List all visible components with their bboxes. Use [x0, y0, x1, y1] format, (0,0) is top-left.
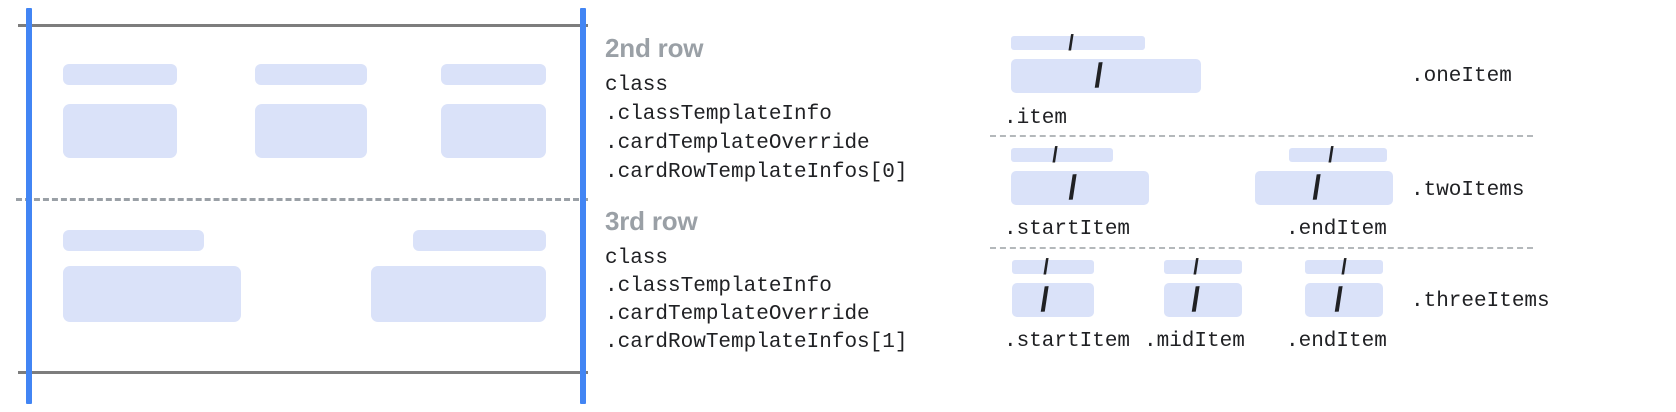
row3-col1-header-placeholder: [63, 230, 204, 251]
card-left-guide: [26, 8, 32, 404]
annotation-code-line-class: class: [605, 74, 669, 97]
annotation-code-line-classtemplateinfo-2: .classTemplateInfo: [605, 275, 832, 298]
row2-col1-body-placeholder: [63, 104, 177, 158]
row2-col3-header-placeholder: [441, 64, 546, 85]
card-top-border: [18, 24, 588, 27]
annotation-code-line-class-2: class: [605, 247, 669, 270]
two-items-end-slot-label: .endItem: [1286, 218, 1387, 241]
three-items-mid-slot-top-bar: [1164, 260, 1242, 274]
two-items-start-slot-label: .startItem: [1004, 218, 1131, 241]
row3-col2-body-placeholder: [371, 266, 546, 322]
two-items-start-slot-slash: /: [1067, 168, 1079, 208]
three-items-start-slot-slash: /: [1039, 280, 1051, 320]
card-bottom-border: [18, 371, 588, 374]
annotation-code-line-cardrowtemplateinfos-0: .cardRowTemplateInfos[0]: [605, 161, 908, 184]
one-item-slot: [1011, 59, 1201, 93]
one-item-slot-slash: /: [1093, 56, 1105, 96]
two-items-end-slot: [1255, 171, 1393, 205]
three-items-end-slot: [1305, 283, 1383, 317]
annotation-title-3rd-row: 3rd row: [605, 206, 698, 236]
row2-col1-header-placeholder: [63, 64, 177, 85]
annotation-code-line-cardtemplateoverride: .cardTemplateOverride: [605, 132, 870, 155]
two-items-end-slot-top-bar: [1289, 148, 1387, 162]
three-items-mid-slot-top-slash: /: [1192, 253, 1200, 280]
three-items-end-slot-top-slash: /: [1340, 253, 1348, 280]
annotation-title-2nd-row: 2nd row: [605, 33, 704, 63]
two-items-end-slot-top-slash: /: [1327, 141, 1335, 168]
three-items-end-slot-label: .endItem: [1286, 330, 1387, 353]
annotation-code-line-cardrowtemplateinfos-1: .cardRowTemplateInfos[1]: [605, 331, 908, 354]
one-item-slot-top-slash: /: [1067, 29, 1075, 56]
three-items-mid-slot-slash: /: [1190, 280, 1202, 320]
row2-col3-body-placeholder: [441, 104, 546, 158]
variant-label-three-items: .threeItems: [1411, 290, 1550, 313]
three-items-mid-slot-label: .midItem: [1144, 330, 1245, 353]
row3-col2-header-placeholder: [413, 230, 546, 251]
annotation-code-line-cardtemplateoverride-2: .cardTemplateOverride: [605, 303, 870, 326]
three-items-start-slot: [1012, 283, 1094, 317]
annotation-code-line-classtemplateinfo: .classTemplateInfo: [605, 103, 832, 126]
two-items-start-slot-top-slash: /: [1051, 141, 1059, 168]
two-items-start-slot: [1011, 171, 1149, 205]
variant-divider-2: [990, 247, 1533, 249]
variant-divider-1: [990, 135, 1533, 137]
one-item-slot-top-bar: [1011, 36, 1145, 50]
three-items-start-slot-top-slash: /: [1042, 253, 1050, 280]
card-right-guide: [580, 8, 586, 404]
row3-col1-body-placeholder: [63, 266, 241, 322]
variant-label-one-item: .oneItem: [1411, 65, 1512, 88]
three-items-end-slot-slash: /: [1333, 280, 1345, 320]
three-items-mid-slot: [1164, 283, 1242, 317]
row2-col2-body-placeholder: [255, 104, 367, 158]
three-items-end-slot-top-bar: [1305, 260, 1383, 274]
three-items-start-slot-label: .startItem: [1004, 330, 1131, 353]
row2-col2-header-placeholder: [255, 64, 367, 85]
variant-label-two-items: .twoItems: [1411, 179, 1525, 202]
three-items-start-slot-top-bar: [1012, 260, 1094, 274]
one-item-slot-label: .item: [1004, 107, 1068, 130]
two-items-start-slot-top-bar: [1011, 148, 1113, 162]
two-items-end-slot-slash: /: [1311, 168, 1323, 208]
card-row-divider: [16, 198, 588, 201]
